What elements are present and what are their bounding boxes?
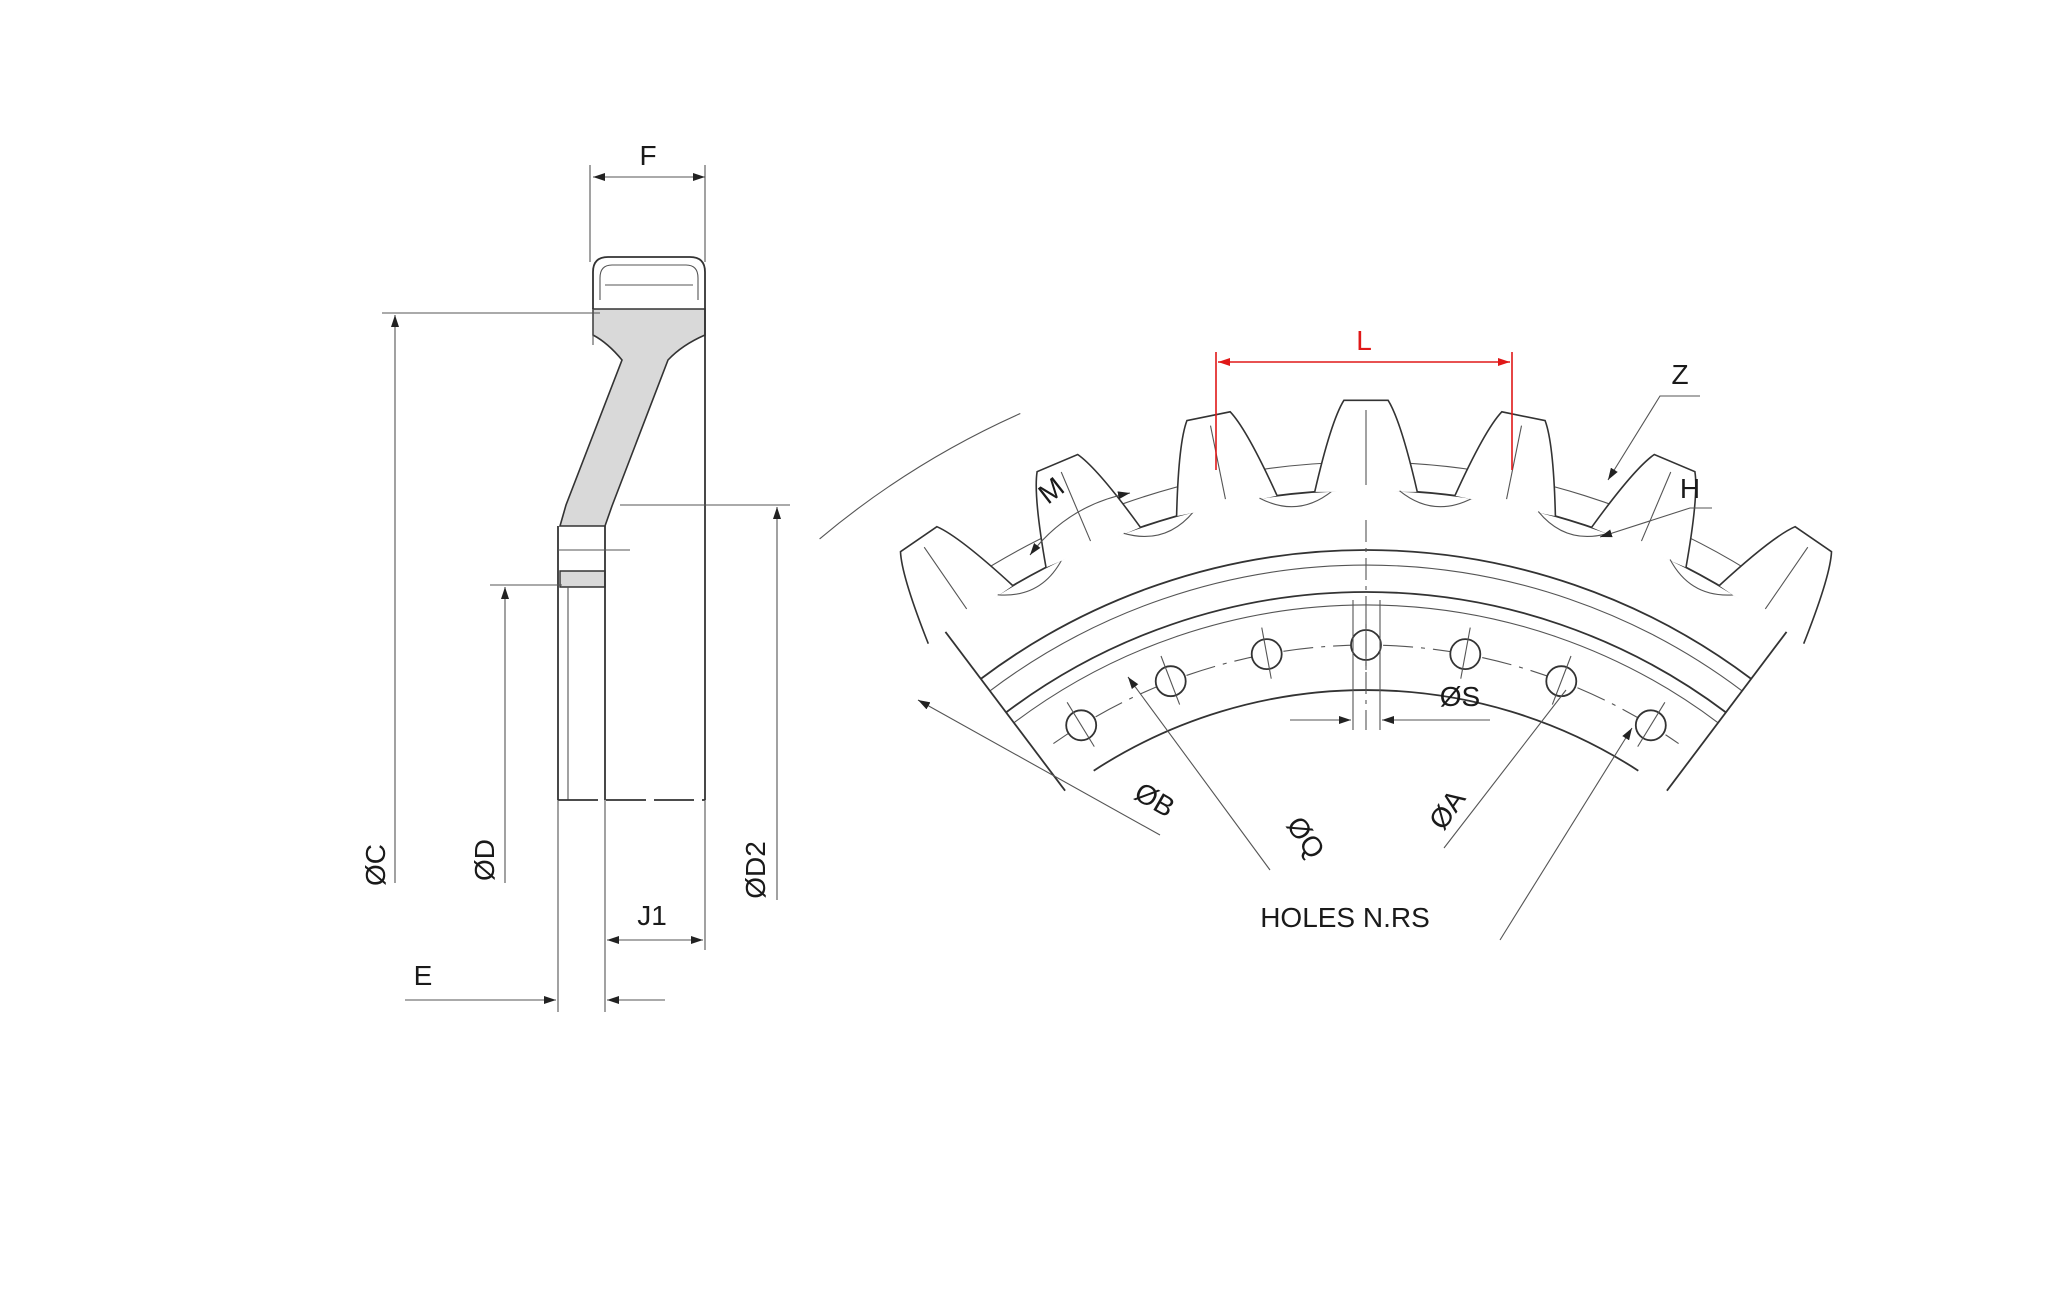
section-hub-band [559, 570, 606, 588]
bolt-hole-centerline [1637, 702, 1666, 747]
dim-label-c: ØC [360, 844, 391, 886]
bolt-hole-centerline [1551, 655, 1572, 705]
sprocket-tooth [1175, 410, 1278, 517]
dim-label-s: ØS [1440, 681, 1480, 712]
sprocket-tooth [1454, 410, 1557, 517]
bolt-holes [1065, 618, 1667, 747]
bolt-hole-centerline [1066, 702, 1095, 747]
tooth-gullet [1669, 559, 1735, 596]
dim-label-f: F [639, 140, 656, 171]
dim-label-z: Z [1671, 359, 1688, 390]
section-tooth [592, 256, 706, 309]
section-view: F ØC ØD ØD2 J1 E [360, 140, 790, 1012]
outer-dim-arc [819, 412, 1021, 540]
tooth-gullet [1399, 490, 1473, 508]
dim-label-d2: ØD2 [740, 841, 771, 899]
bolt-hole-centerline [1261, 627, 1272, 679]
bolt-hole-centerline [1460, 627, 1471, 679]
bolt-hole-centerline [1160, 655, 1181, 705]
sprocket-tooth [1590, 453, 1697, 568]
sprocket-tooth [899, 525, 1014, 644]
dim-label-a: ØA [1423, 784, 1472, 835]
flange-arc [1005, 591, 1727, 714]
dim-label-l: L [1356, 325, 1372, 356]
dim-label-j1: J1 [637, 900, 667, 931]
tooth-gullet [997, 559, 1063, 596]
dim-label-b: ØB [1129, 776, 1180, 823]
tooth-centerline [923, 546, 968, 610]
bolt-circle-arc [1053, 644, 1679, 745]
tooth-gullet [1259, 490, 1333, 508]
sprocket-tooth [1035, 453, 1142, 568]
dim-label-d: ØD [469, 839, 500, 881]
sprocket-tooth [1718, 525, 1833, 644]
tooth-centerline [1506, 425, 1523, 500]
tooth-centerline [1764, 546, 1809, 610]
tooth-centerline [1640, 471, 1672, 542]
tooth-gullet [1123, 511, 1195, 537]
dim-label-q: ØQ [1281, 811, 1331, 864]
holes-note: HOLES N.RS [1260, 902, 1430, 933]
section-web [558, 308, 706, 527]
dim-label-h: H [1680, 473, 1700, 504]
front-view: ØS L Z H M ØB ØQ ØA HOLES N.RS [819, 325, 1833, 941]
dim-label-e: E [414, 960, 433, 991]
tooth-centerline [1209, 425, 1226, 500]
